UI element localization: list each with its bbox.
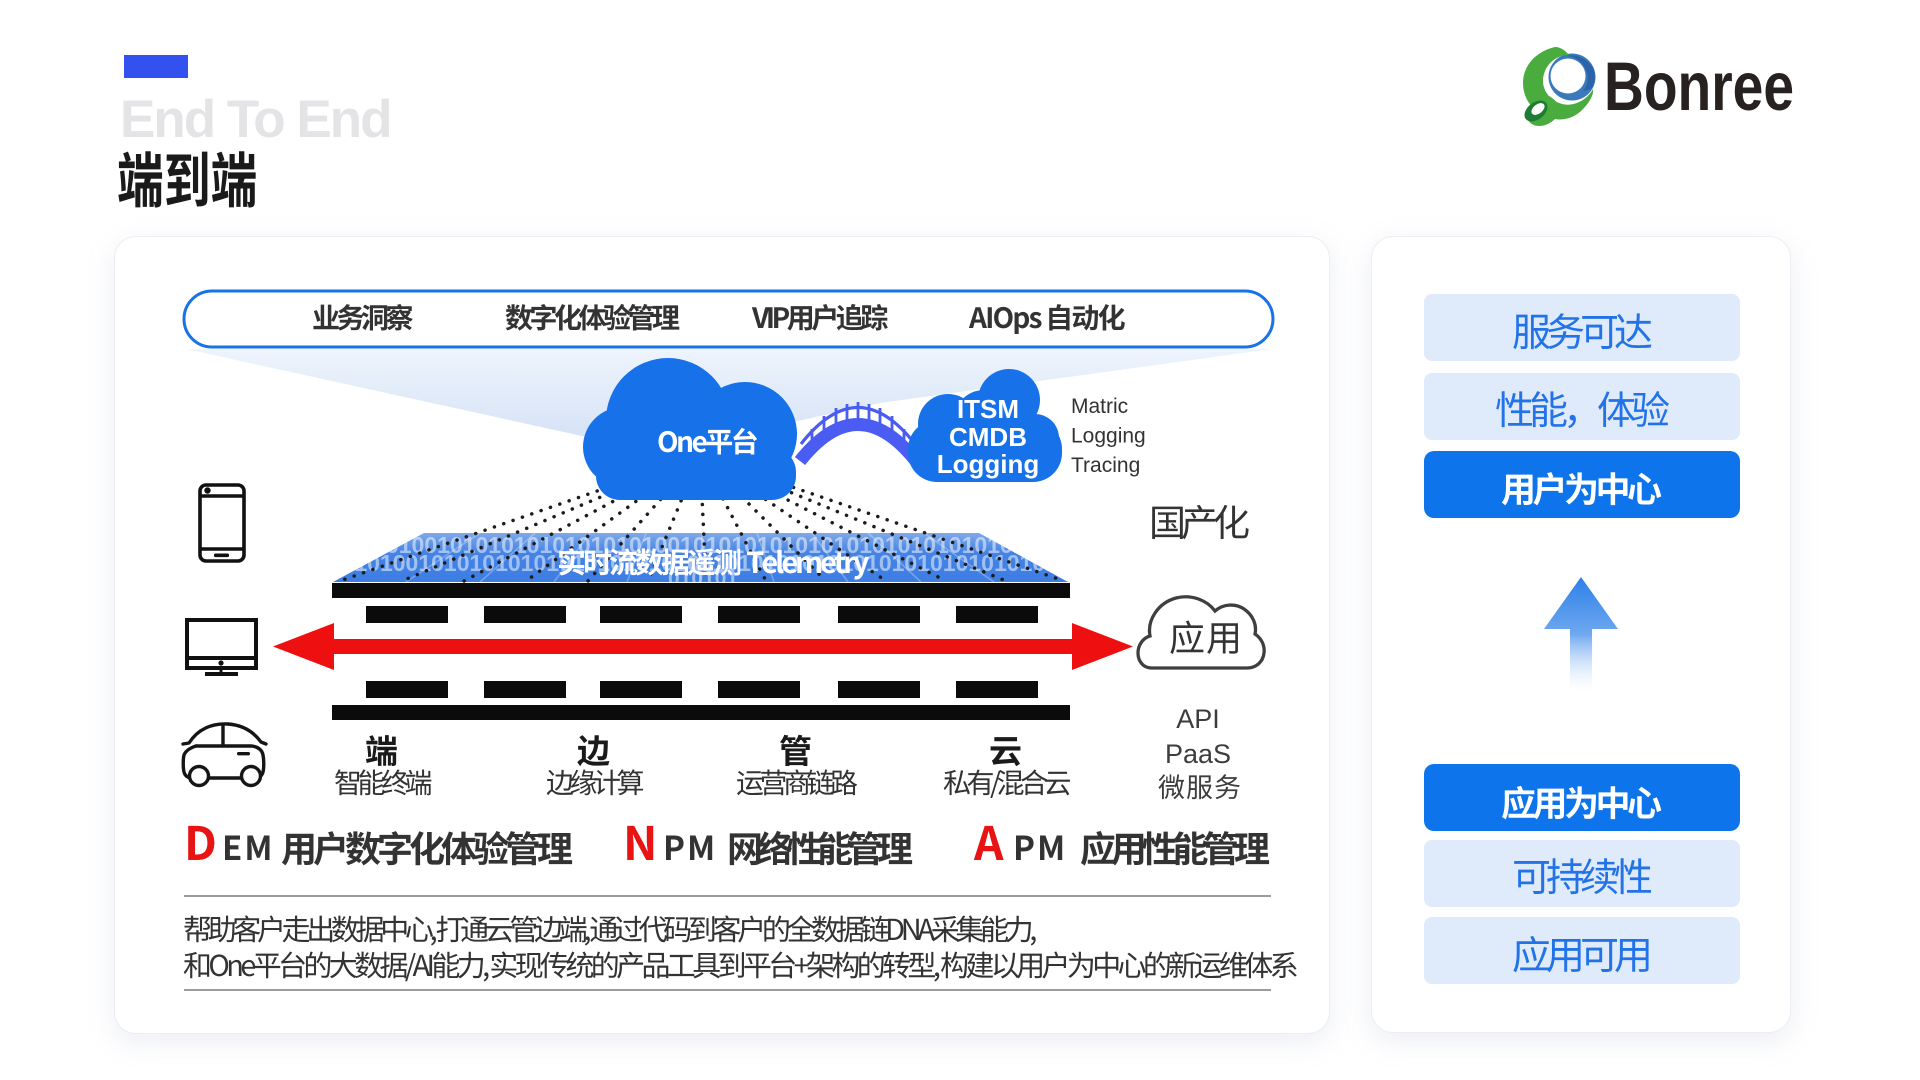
svg-text:CMDB: CMDB [949,422,1027,452]
svg-text:ITSM: ITSM [957,394,1019,424]
svg-text:Tracing: Tracing [1071,454,1140,477]
svg-text:Bonree: Bonree [1604,48,1794,125]
svg-text:PaaS: PaaS [1165,739,1231,769]
svg-text:Matric: Matric [1071,395,1128,418]
svg-text:API: API [1176,704,1220,734]
svg-text:Logging: Logging [937,449,1040,479]
svg-text:Logging: Logging [1071,425,1146,448]
